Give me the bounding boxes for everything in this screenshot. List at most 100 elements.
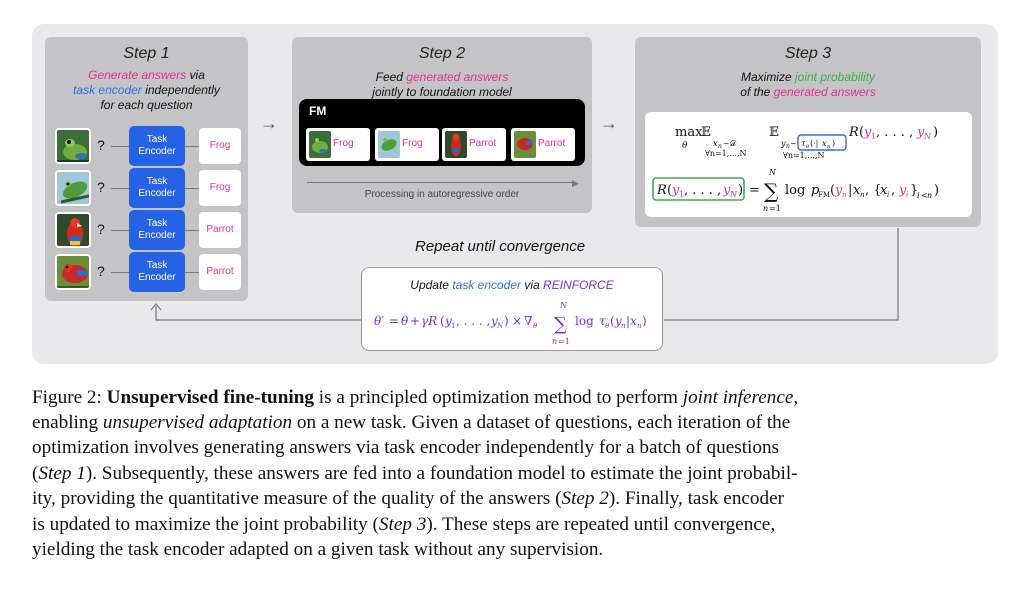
connector-line (111, 272, 129, 273)
encoder-label: Encoder (138, 146, 176, 157)
caption-segment: ). Finally, task encoder (608, 488, 785, 509)
step3-description: Maximize joint probability of the genera… (635, 70, 981, 100)
svg-text:=: = (749, 183, 760, 198)
caption-segment: ). These steps are repeated until conver… (426, 514, 776, 535)
svg-text:): ) (934, 183, 939, 198)
update-card: Update task encoder via REINFORCE θ′ = θ… (361, 267, 663, 351)
svg-text:∼𝒟: ∼𝒟 (723, 139, 737, 148)
step2-description: Feed generated answers jointly to founda… (292, 70, 592, 100)
caption-segment: Step 2 (561, 488, 609, 509)
svg-text:N: N (496, 322, 504, 330)
svg-text:n: n (927, 191, 932, 200)
svg-text:n: n (763, 204, 768, 213)
update-encoder: task encoder (452, 278, 522, 292)
fm-item-label: Parrot (469, 138, 497, 149)
caption-segment: , (793, 387, 799, 408)
svg-text:θ: θ (401, 314, 409, 328)
svg-text:∀n=1,...,N: ∀n=1,...,N (705, 149, 747, 158)
caption-segment: optimization involves generating answers… (32, 437, 780, 458)
svg-text:R: R (656, 183, 667, 198)
fm-item-label: Frog (402, 138, 423, 149)
svg-text:): ) (738, 183, 743, 198)
svg-text:FM: FM (818, 191, 830, 199)
caption-segment: enabling (32, 412, 103, 433)
fm-label: FM (309, 104, 327, 118)
caption-segment: Figure 2: (32, 387, 107, 408)
caption-segment: ( (32, 463, 39, 484)
svg-text:y: y (916, 125, 925, 140)
caption-segment: yielding the task encoder adapted on a g… (32, 539, 604, 560)
svg-text:∼: ∼ (790, 139, 797, 148)
answer-box: Frog (199, 170, 241, 206)
connector-line (185, 230, 199, 231)
svg-text:n: n (718, 143, 722, 150)
svg-text:1: 1 (679, 190, 684, 199)
fm-sequence-item: Parrot (511, 128, 575, 161)
svg-text:(: ( (667, 183, 672, 198)
svg-text:log: log (575, 314, 594, 328)
parrot-image (514, 131, 536, 158)
svg-text:): ) (933, 125, 938, 140)
answer-box: Frog (199, 128, 241, 164)
step2-title: Step 2 (418, 45, 466, 62)
question-mark: ? (97, 221, 105, 237)
svg-text:y: y (614, 314, 622, 328)
svg-text:𝔼: 𝔼 (701, 125, 711, 140)
step1-title: Step 1 (123, 45, 170, 62)
svg-text:∑: ∑ (764, 179, 779, 203)
caption-line: optimization involves generating answers… (32, 435, 779, 461)
encoder-label: Encoder (138, 188, 176, 199)
svg-text:τ: τ (801, 139, 806, 148)
svg-text:y: y (444, 314, 452, 328)
step2-desc-text: jointly to foundation model (372, 85, 512, 99)
svg-text:×: × (512, 314, 522, 328)
caption-line: ity, providing the quantitative measure … (32, 486, 784, 512)
right-arrow-icon: → (600, 113, 618, 133)
autoregressive-arrow (307, 182, 575, 183)
answer-box: Parrot (199, 212, 241, 248)
svg-text:y: y (490, 314, 498, 328)
step1-desc-text: independently (141, 83, 220, 97)
caption-segment: ity, providing the quantitative measure … (32, 488, 562, 509)
step1-description: Generate answers via task encoder indepe… (45, 68, 248, 113)
fm-sequence-item: Frog (375, 128, 439, 161)
svg-text:): ) (832, 139, 835, 148)
caption-segment: Step 1 (38, 463, 86, 484)
connector-line (185, 272, 199, 273)
caption-segment: Unsupervised fine-tuning (106, 387, 314, 408)
frog-image (55, 170, 91, 206)
step2-desc-text: Feed (375, 70, 407, 84)
caption-line: yielding the task encoder adapted on a g… (32, 537, 603, 563)
svg-text:x: x (713, 139, 718, 148)
step1-desc-highlight: Generate answers (88, 68, 187, 82)
svg-text:n: n (860, 191, 865, 199)
svg-text:|: | (848, 183, 852, 198)
frog-image (378, 131, 400, 158)
encoder-label: Task (146, 134, 168, 145)
svg-text:∑: ∑ (554, 314, 567, 335)
step1-desc-encoder: task encoder (73, 83, 142, 97)
svg-text:x: x (853, 183, 861, 198)
svg-text:=: = (389, 314, 399, 328)
svg-text:+: + (410, 314, 420, 328)
svg-text:): ) (642, 314, 647, 328)
svg-text:(: ( (859, 125, 864, 140)
step2-desc-highlight: generated answers (406, 70, 509, 84)
svg-text:x: x (630, 314, 637, 328)
question-mark: ? (97, 137, 105, 153)
fm-item-label: Parrot (538, 138, 566, 149)
return-arrow-icon (150, 228, 899, 321)
svg-text:=1: =1 (769, 204, 781, 213)
answer-box: Parrot (199, 254, 241, 290)
svg-text:y: y (722, 183, 731, 198)
svg-text:θ: θ (682, 141, 688, 151)
update-title: Update task encoder via REINFORCE (362, 278, 662, 292)
fm-item-label: Frog (333, 138, 354, 149)
